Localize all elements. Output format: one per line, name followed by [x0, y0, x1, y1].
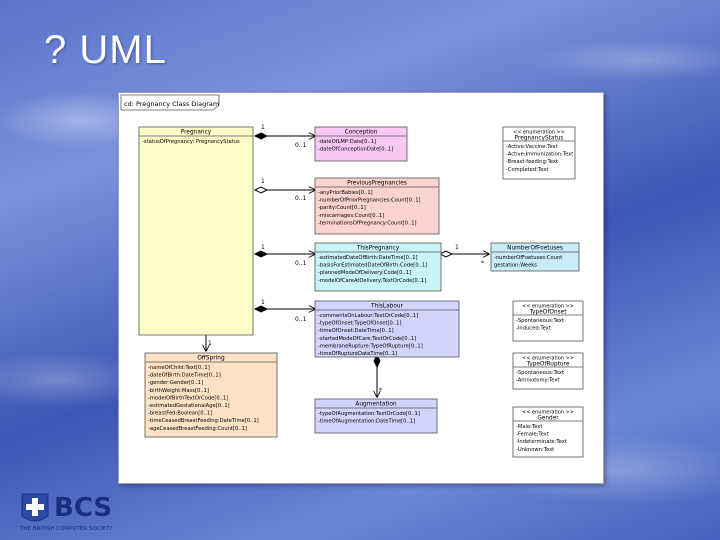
class-name: OffSpring: [197, 356, 225, 362]
class-attribute: -Breast-feeding:Text: [506, 159, 558, 165]
class-attribute: -Amniotomy:Text: [516, 378, 559, 384]
class-stereotype: << enumeration >>: [513, 130, 565, 136]
mult-label: 1: [261, 178, 265, 185]
class-offspring: OffSpring -nameOfChild:Text[0..1] -dateOfB…: [144, 352, 278, 438]
diagram-frame-tab: cd: Pregnancy Class Diagram: [120, 94, 220, 111]
class-name: PreviousPregnancies: [347, 181, 407, 187]
class-name: TypeOfOnset: [528, 310, 567, 316]
class-attribute: -Unknown:Text: [516, 447, 554, 453]
uml-class-diagram: cd: Pregnancy Class Diagram 1 0..1 1 0..…: [118, 92, 604, 484]
class-attribute: -Spontaneous:Text: [516, 370, 564, 376]
class-attribute: -dateOfBirth:DateTime[0..1]: [148, 373, 221, 379]
class-attribute: -Completed:Text: [506, 167, 548, 173]
class-attribute: -nameOfChild:Text[0..1]: [148, 365, 210, 371]
class-attribute: -birthWeight:Mass[0..1]: [148, 388, 209, 394]
class-attribute: -timeOfAugmentation:DateTime[0..1]: [318, 419, 415, 425]
mult-label: 1: [261, 244, 265, 251]
mult-label: *: [379, 387, 382, 394]
class-attribute: -startedModeOfCare:TextOrCode[0..1]: [318, 336, 416, 342]
class-attribute: -ageCeasedBreastFeeding:Count[0..1]: [148, 426, 247, 432]
logo-tagline: THE BRITISH COMPUTER SOCIETY: [19, 526, 113, 532]
class-attribute: -basisForEstimatedDateOfBirth:Code[0..1]: [318, 263, 427, 269]
class-stereotype: << enumeration >>: [522, 410, 574, 416]
class-augmentation: Augmentation -typeOfAugmentation:TextOrCo…: [314, 398, 438, 434]
class-attribute: -membraneRupture:TypeOfRupture[0..1]: [318, 343, 423, 349]
class-attribute: -typeOfAugmentation:TextOrCode[0..1]: [318, 411, 420, 417]
enum-gender: << enumeration >>Gender -Male:Text -Female…: [512, 406, 584, 458]
class-attribute: -plannedModeOfDelivery:Code[0..1]: [318, 270, 411, 276]
class-this-labour: ThisLabour -commentsOnLabour:TextOrCode[0…: [314, 300, 460, 358]
mult-label: 0..1: [295, 260, 307, 267]
mult-label: 1: [455, 244, 459, 251]
class-attribute: -commentsOnLabour:TextOrCode[0..1]: [318, 313, 418, 319]
class-attribute: -dateOfLMP:Date[0..1]: [318, 139, 376, 145]
class-attribute: -timeCeasedBreastFeeding:DateTime[0..1]: [148, 418, 259, 424]
class-attribute: -gender:Gender[0..1]: [148, 380, 203, 386]
bcs-logo: BCS THE BRITISH COMPUTER SOCIETY: [18, 490, 128, 536]
class-attribute: -Indeterminate:Text: [516, 439, 567, 445]
class-attribute: -Active:Vaccine:Text: [506, 144, 558, 150]
class-number-of-foetuses: NumberOfFoetuses -numberOfFoetuses:Count g…: [490, 242, 580, 272]
class-conception: Conception -dateOfLMP:Date[0..1] -dateOfCo…: [314, 126, 408, 162]
class-name: NumberOfFoetuses: [507, 246, 563, 252]
mult-label: *: [481, 260, 484, 267]
class-attribute: -terminationsOfPregnancy:Count[0..1]: [318, 220, 417, 226]
class-attribute: gestation:Weeks: [494, 263, 537, 269]
class-attribute: -numberOfFoetuses:Count: [494, 255, 562, 261]
class-name: TypeOfRupture: [526, 362, 570, 368]
class-attribute: -estimatedGestationalAge[0..1]: [148, 403, 230, 409]
frame-label: cd: Pregnancy Class Diagram: [124, 100, 219, 108]
mult-label: 0..1: [295, 316, 307, 323]
enum-pregnancy-status: << enumeration >>PregnancyStatus -Active:…: [502, 126, 576, 180]
class-attribute: -modelOfCareAtDelivery:TextOrCode[0..1]: [318, 278, 426, 284]
slide-title: ? UML: [44, 28, 167, 72]
class-attribute: -Induced:Text: [516, 326, 551, 332]
class-attribute: -Active:Immunization:Text: [506, 152, 573, 158]
class-attribute: -timeOfRuptureDateTime[0..1]: [318, 351, 397, 357]
class-name: Gender: [537, 416, 559, 422]
enum-type-of-onset: << enumeration >>TypeOfOnset -Spontaneous…: [512, 300, 584, 342]
class-pregnancy: Pregnancy -statusOfPregnancy: PregnancySt…: [138, 126, 254, 336]
class-name: Augmentation: [355, 402, 396, 408]
class-name: ThisPregnancy: [356, 246, 400, 252]
class-attribute: -Male:Text: [516, 424, 542, 430]
class-attribute: -dateOfConceptionDate[0..1]: [318, 147, 393, 153]
class-name: Pregnancy: [181, 130, 212, 136]
class-attribute: -miscarriages:Count[0..1]: [318, 213, 384, 219]
mult-label: 0..1: [295, 195, 307, 202]
mult-label: 1: [208, 340, 212, 347]
class-attribute: -timeOfOnset:DateTime[0..1]: [318, 328, 394, 334]
class-stereotype: << enumeration >>: [522, 304, 574, 310]
mult-label: 1: [261, 124, 265, 131]
class-name: PregnancyStatus: [515, 136, 564, 142]
class-attribute: -statusOfPregnancy: PregnancyStatus: [142, 139, 240, 145]
class-attribute: -estimatedDateOfBirth:DateTime[0..1]: [318, 255, 418, 261]
class-attribute: -modelOfBirthTextOrCode[0..1]: [148, 395, 228, 401]
multiplicity-labels: 1 0..1 1 0..1 1 0..1 1 0..1 1 * 1 *: [208, 124, 484, 394]
logo-text: BCS: [54, 493, 112, 523]
class-attribute: -parity:Count[0..1]: [318, 205, 366, 211]
class-this-pregnancy: ThisPregnancy -estimatedDateOfBirth:DateT…: [314, 242, 442, 292]
association-lines: [202, 132, 489, 397]
mult-label: 1: [261, 299, 265, 306]
class-attribute: -anyPriorBabies[0..1]: [318, 190, 373, 196]
class-attribute: -breastFed:Boolean[0..1]: [148, 411, 212, 417]
class-previous-pregnancies: PreviousPregnancies -anyPriorBabies[0..1]…: [314, 177, 440, 235]
class-name: ThisLabour: [370, 304, 404, 310]
enum-type-of-rupture: << enumeration >>TypeOfRupture -Spontaneo…: [512, 352, 584, 390]
class-attribute: -numberOfPriorPregnancies:Count[0..1]: [318, 198, 421, 204]
class-stereotype: << enumeration >>: [522, 356, 574, 362]
class-name: Conception: [345, 130, 378, 136]
class-attribute: -typeOfOnset:TypeOfOnset[0..1]: [318, 321, 401, 327]
shield-icon: [21, 493, 49, 522]
class-attribute: -Spontaneous:Text: [516, 318, 564, 324]
class-attribute: -Female:Text: [516, 432, 549, 438]
mult-label: 0..1: [295, 142, 307, 149]
